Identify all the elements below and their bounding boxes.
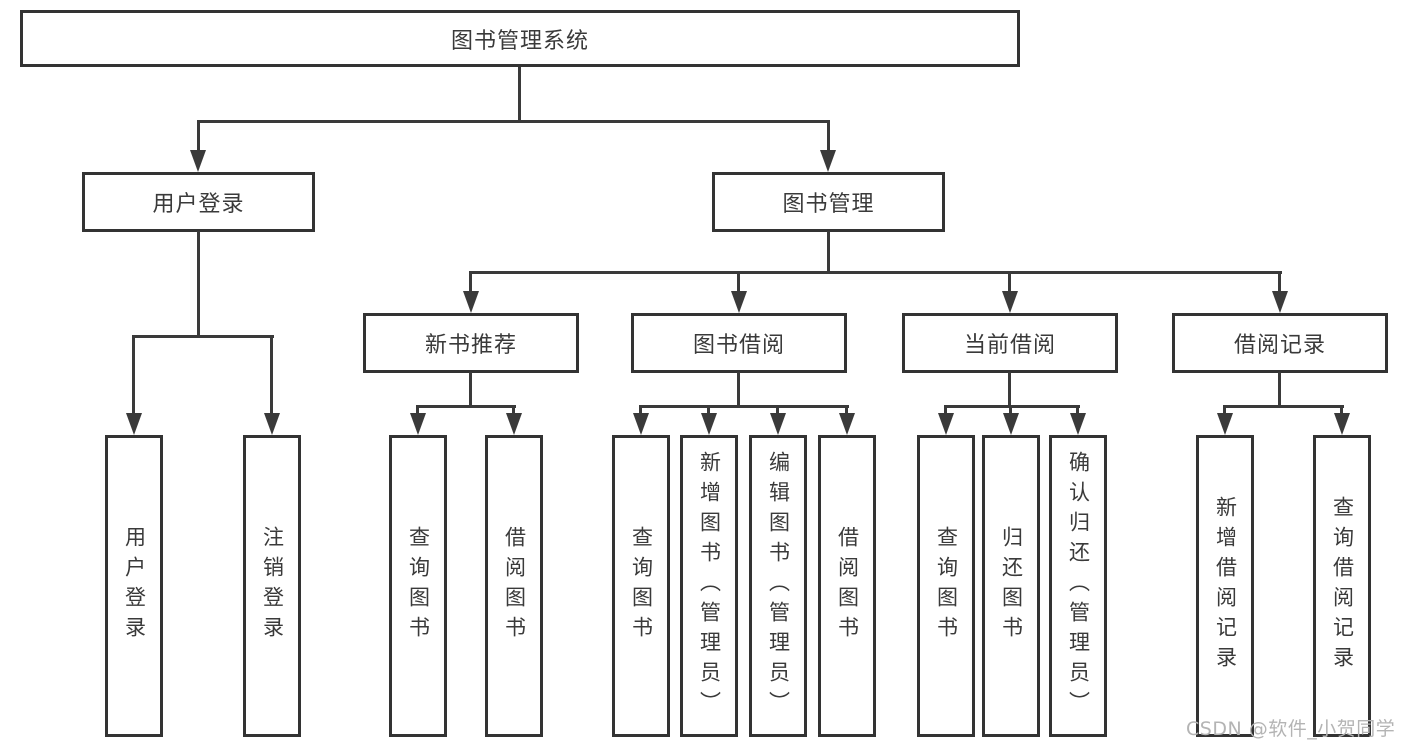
leaf-label: 归还图书 [999, 526, 1024, 646]
leaf-user-login: 用户登录 [105, 435, 163, 737]
arrow-down-icon [633, 413, 649, 435]
connector-to-module [1278, 271, 1281, 293]
connector-to-leaf [845, 405, 848, 415]
arrow-down-icon [410, 413, 426, 435]
leaf-borrow-books: 借阅图书 [818, 435, 876, 737]
arrow-down-icon [1272, 291, 1288, 313]
connector-module-stem [1278, 372, 1281, 407]
leaf-query-borrow-record: 查询借阅记录 [1313, 435, 1371, 737]
connector-bookborrow-bus [640, 405, 849, 408]
connector-to-leaf [132, 335, 135, 415]
leaf-label: 查询借阅记录 [1330, 496, 1355, 676]
node-book-management: 图书管理 [712, 172, 945, 232]
connector-to-module [737, 271, 740, 293]
connector-to-leaf [639, 405, 642, 415]
connector-module-stem [737, 372, 740, 407]
connector-userlogin-stem [197, 231, 200, 337]
leaf-label: 编辑图书（管理员） [766, 451, 791, 721]
connector-to-leaf [944, 405, 947, 415]
connector-userlogin-bus [133, 335, 274, 338]
connector-to-user-login [197, 120, 200, 152]
node-root-library-system: 图书管理系统 [20, 10, 1020, 67]
connector-module-stem [469, 372, 472, 407]
arrow-down-icon [938, 413, 954, 435]
connector-to-leaf [416, 405, 419, 415]
connector-level1-bus [197, 120, 830, 123]
connector-to-module [469, 271, 472, 293]
connector-to-leaf [1009, 405, 1012, 415]
connector-to-module [1008, 271, 1011, 293]
arrow-down-icon [1217, 413, 1233, 435]
arrow-down-icon [1003, 413, 1019, 435]
connector-to-book-mgmt [827, 120, 830, 152]
connector-level3-bus [470, 271, 1282, 274]
arrow-down-icon [190, 150, 206, 172]
connector-root-stem [518, 67, 521, 121]
arrow-down-icon [463, 291, 479, 313]
leaf-label: 借阅图书 [835, 526, 860, 646]
leaf-query-books-newbook: 查询图书 [389, 435, 447, 737]
leaf-edit-books-admin: 编辑图书（管理员） [749, 435, 807, 737]
node-user-login: 用户登录 [82, 172, 315, 232]
connector-records-bus [1224, 405, 1344, 408]
connector-to-leaf [776, 405, 779, 415]
connector-to-leaf [1340, 405, 1343, 415]
node-book-borrow: 图书借阅 [631, 313, 847, 373]
connector-to-leaf [512, 405, 515, 415]
leaf-add-books-admin: 新增图书（管理员） [680, 435, 738, 737]
node-new-book-recommend: 新书推荐 [363, 313, 579, 373]
arrow-down-icon [1070, 413, 1086, 435]
leaf-label: 确认归还（管理员） [1066, 451, 1091, 721]
arrow-down-icon [126, 413, 142, 435]
arrow-down-icon [1002, 291, 1018, 313]
leaf-label: 查询图书 [934, 526, 959, 646]
connector-module-stem [1008, 372, 1011, 407]
leaf-label: 查询图书 [629, 526, 654, 646]
csdn-watermark: CSDN @软件_小贺同学 [1186, 718, 1396, 740]
leaf-label: 借阅图书 [502, 526, 527, 646]
leaf-label: 新增借阅记录 [1213, 496, 1238, 676]
leaf-query-books-current: 查询图书 [917, 435, 975, 737]
connector-currentborrow-bus [945, 405, 1080, 408]
arrow-down-icon [839, 413, 855, 435]
arrow-down-icon [770, 413, 786, 435]
connector-to-leaf [270, 335, 273, 415]
leaf-label: 注销登录 [260, 526, 285, 646]
arrow-down-icon [820, 150, 836, 172]
leaf-query-books-borrow: 查询图书 [612, 435, 670, 737]
leaf-confirm-return-admin: 确认归还（管理员） [1049, 435, 1107, 737]
arrow-down-icon [701, 413, 717, 435]
connector-to-leaf [1076, 405, 1079, 415]
node-current-borrow: 当前借阅 [902, 313, 1118, 373]
leaf-label: 新增图书（管理员） [697, 451, 722, 721]
arrow-down-icon [1334, 413, 1350, 435]
arrow-down-icon [506, 413, 522, 435]
leaf-label: 查询图书 [406, 526, 431, 646]
connector-to-leaf [1223, 405, 1226, 415]
connector-to-leaf [707, 405, 710, 415]
arrow-down-icon [264, 413, 280, 435]
connector-bookmgmt-stem [827, 231, 830, 273]
leaf-label: 用户登录 [122, 526, 147, 646]
arrow-down-icon [731, 291, 747, 313]
leaf-return-books: 归还图书 [982, 435, 1040, 737]
leaf-add-borrow-record: 新增借阅记录 [1196, 435, 1254, 737]
node-borrow-records: 借阅记录 [1172, 313, 1388, 373]
leaf-borrow-books-newbook: 借阅图书 [485, 435, 543, 737]
leaf-logout: 注销登录 [243, 435, 301, 737]
connector-newbook-bus [417, 405, 516, 408]
